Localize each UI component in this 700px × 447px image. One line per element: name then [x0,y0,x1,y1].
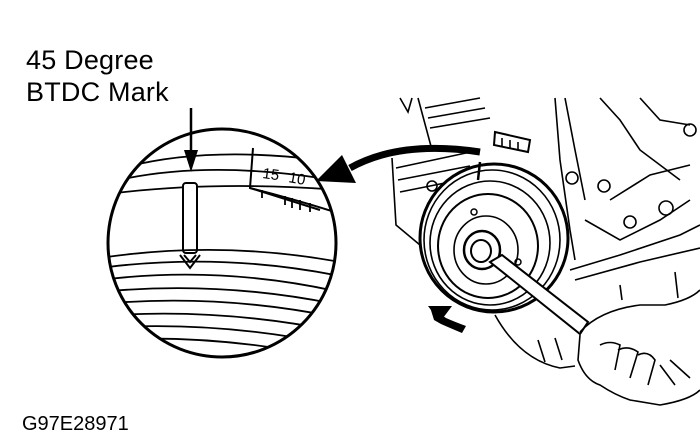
down-arrow-icon [184,108,198,172]
callout-label-line1: 45 Degree [26,45,154,75]
scale-label-10: 10 [287,169,306,189]
wrench [488,253,590,336]
magnified-view: 15 10 [106,127,338,359]
hand [494,271,700,406]
callout-label-line2: BTDC Mark [26,77,169,107]
figure-id: G97E28971 [22,413,129,435]
rotation-arrow-icon [428,306,466,333]
scale-label-15: 15 [261,165,280,184]
engine-block [391,97,700,281]
curved-arrow-icon [316,144,481,183]
crankshaft-pulley [418,161,570,314]
